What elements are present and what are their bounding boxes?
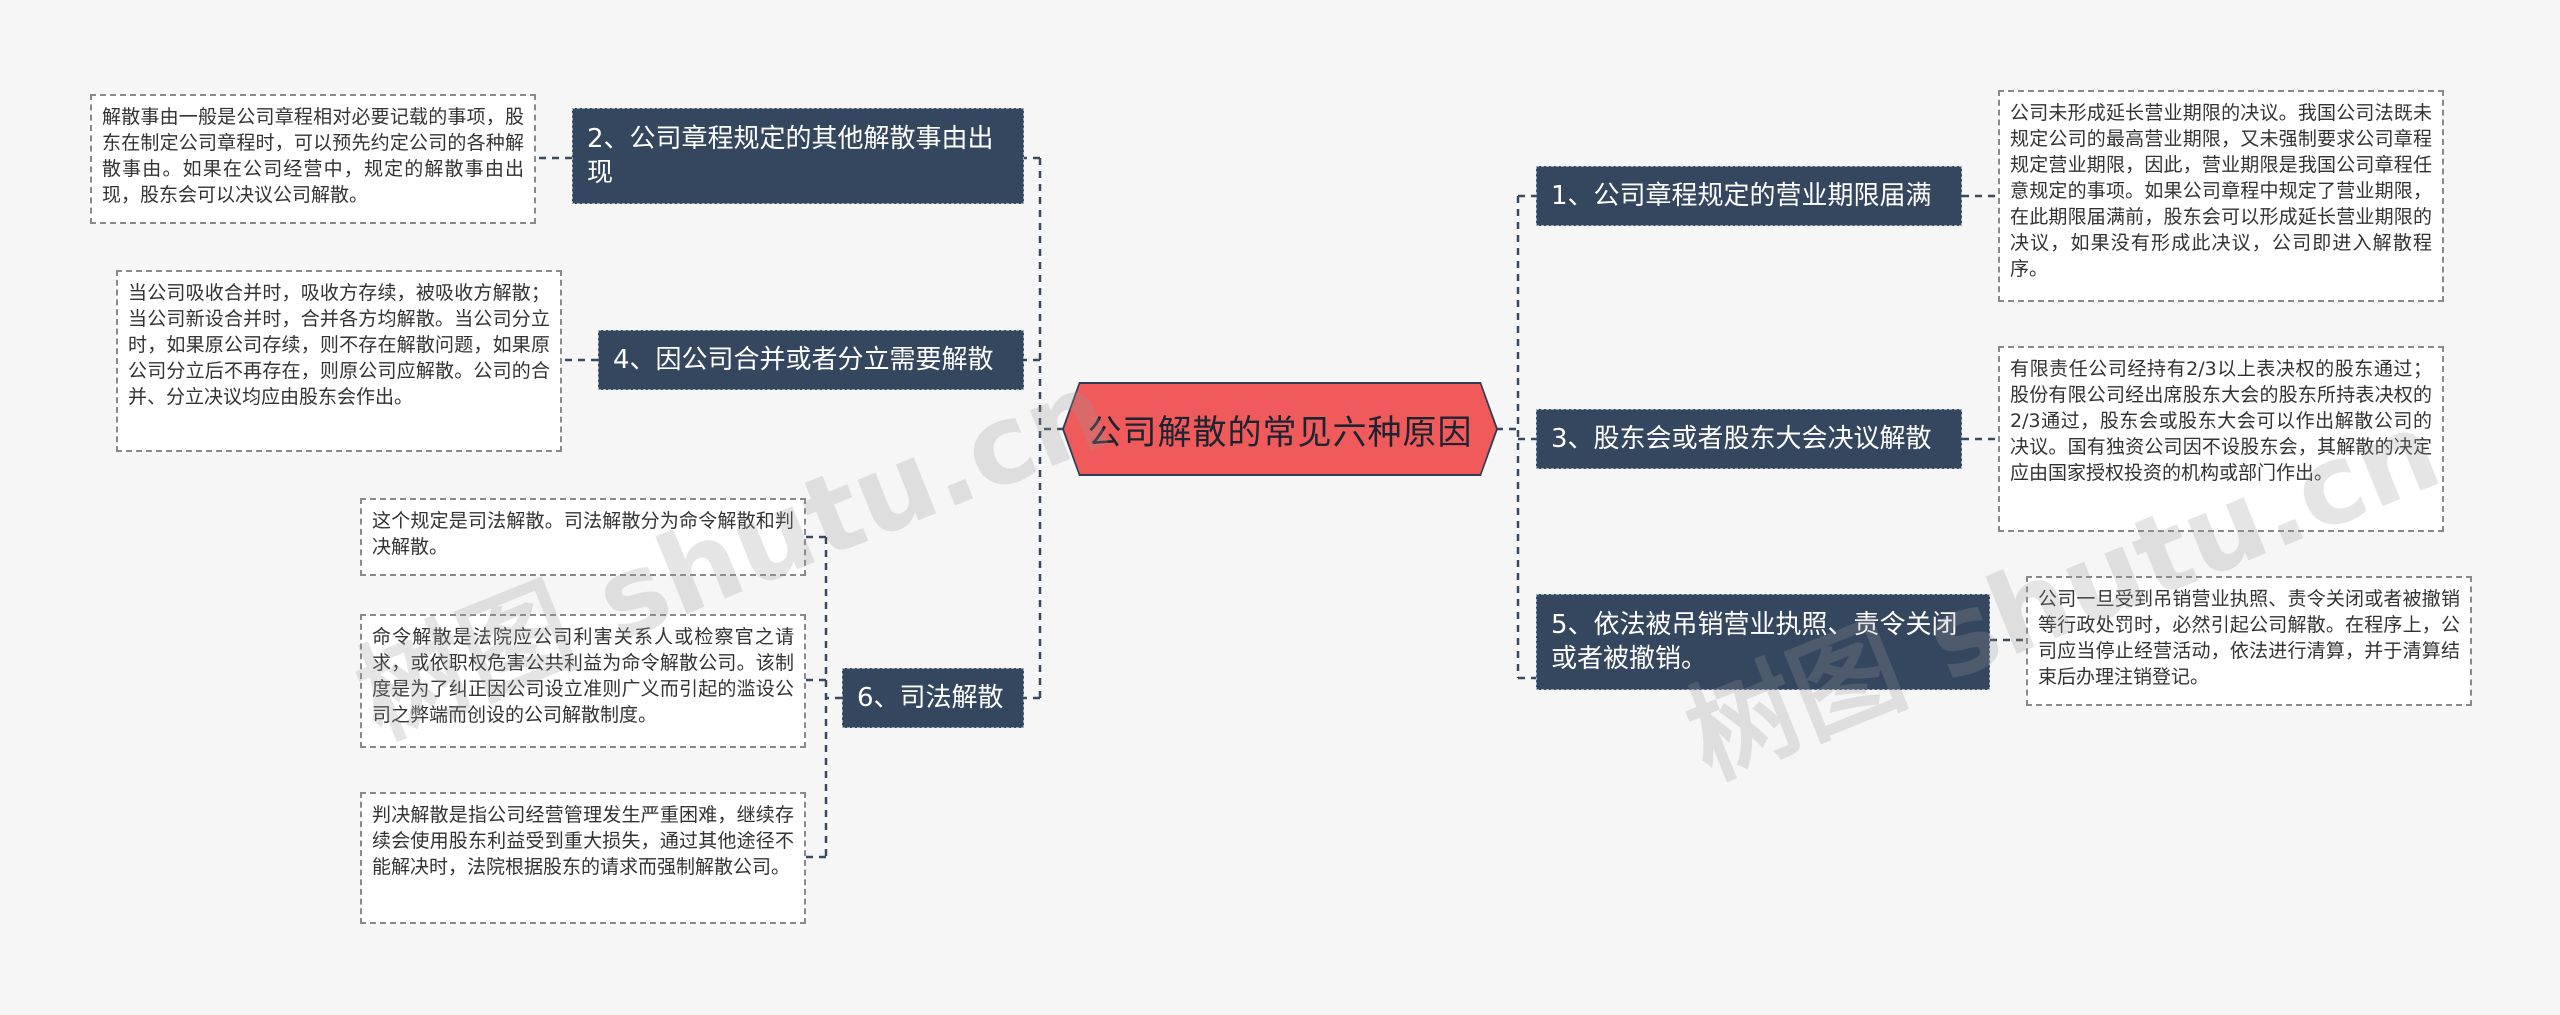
leaf-node-6b-text: 命令解散是法院应公司利害关系人或检察官之请求，或依职权危害公共利益为命令解散公司…: [372, 626, 794, 726]
branch-node-1-label: 1、公司章程规定的营业期限届满: [1551, 181, 1932, 211]
root-node[interactable]: 公司解散的常见六种原因: [1064, 384, 1496, 474]
branch-node-6-label: 6、司法解散: [857, 683, 1004, 713]
leaf-node-2: 解散事由一般是公司章程相对必要记载的事项，股东在制定公司章程时，可以预先约定公司…: [90, 94, 536, 224]
leaf-node-3: 有限责任公司经持有2/3以上表决权的股东通过；股份有限公司经出席股东大会的股东所…: [1998, 346, 2444, 532]
leaf-node-6c: 判决解散是指公司经营管理发生严重困难，继续存续会使用股东利益受到重大损失，通过其…: [360, 792, 806, 924]
leaf-node-3-text: 有限责任公司经持有2/3以上表决权的股东通过；股份有限公司经出席股东大会的股东所…: [2010, 358, 2432, 484]
branch-node-2[interactable]: 2、公司章程规定的其他解散事由出现: [572, 108, 1024, 204]
branch-node-4-label: 4、因公司合并或者分立需要解散: [613, 345, 994, 375]
leaf-node-1: 公司未形成延长营业期限的决议。我国公司法既未规定公司的最高营业期限，又未强制要求…: [1998, 90, 2444, 302]
leaf-node-6a: 这个规定是司法解散。司法解散分为命令解散和判决解散。: [360, 498, 806, 576]
branch-node-4[interactable]: 4、因公司合并或者分立需要解散: [598, 330, 1024, 390]
leaf-node-5-text: 公司一旦受到吊销营业执照、责令关闭或者被撤销等行政处罚时，必然引起公司解散。在程…: [2038, 588, 2460, 688]
branch-node-5[interactable]: 5、依法被吊销营业执照、责令关闭或者被撤销。: [1536, 594, 1990, 690]
leaf-node-2-text: 解散事由一般是公司章程相对必要记载的事项，股东在制定公司章程时，可以预先约定公司…: [102, 106, 524, 206]
leaf-node-6a-text: 这个规定是司法解散。司法解散分为命令解散和判决解散。: [372, 510, 794, 558]
leaf-node-5: 公司一旦受到吊销营业执照、责令关闭或者被撤销等行政处罚时，必然引起公司解散。在程…: [2026, 576, 2472, 706]
branch-node-3-label: 3、股东会或者股东大会决议解散: [1551, 424, 1932, 454]
leaf-node-4: 当公司吸收合并时，吸收方存续，被吸收方解散；当公司新设合并时，合并各方均解散。当…: [116, 270, 562, 452]
branch-node-6[interactable]: 6、司法解散: [842, 668, 1024, 728]
branch-node-1[interactable]: 1、公司章程规定的营业期限届满: [1536, 166, 1962, 226]
leaf-node-4-text: 当公司吸收合并时，吸收方存续，被吸收方解散；当公司新设合并时，合并各方均解散。当…: [128, 282, 550, 408]
leaf-node-6c-text: 判决解散是指公司经营管理发生严重困难，继续存续会使用股东利益受到重大损失，通过其…: [372, 804, 794, 878]
root-node-label: 公司解散的常见六种原因: [1087, 412, 1473, 453]
branch-node-2-label: 2、公司章程规定的其他解散事由出现: [587, 124, 994, 188]
branch-node-3[interactable]: 3、股东会或者股东大会决议解散: [1536, 409, 1962, 469]
leaf-node-1-text: 公司未形成延长营业期限的决议。我国公司法既未规定公司的最高营业期限，又未强制要求…: [2010, 102, 2432, 280]
branch-node-5-label: 5、依法被吊销营业执照、责令关闭或者被撤销。: [1551, 610, 1958, 674]
leaf-node-6b: 命令解散是法院应公司利害关系人或检察官之请求，或依职权危害公共利益为命令解散公司…: [360, 614, 806, 748]
